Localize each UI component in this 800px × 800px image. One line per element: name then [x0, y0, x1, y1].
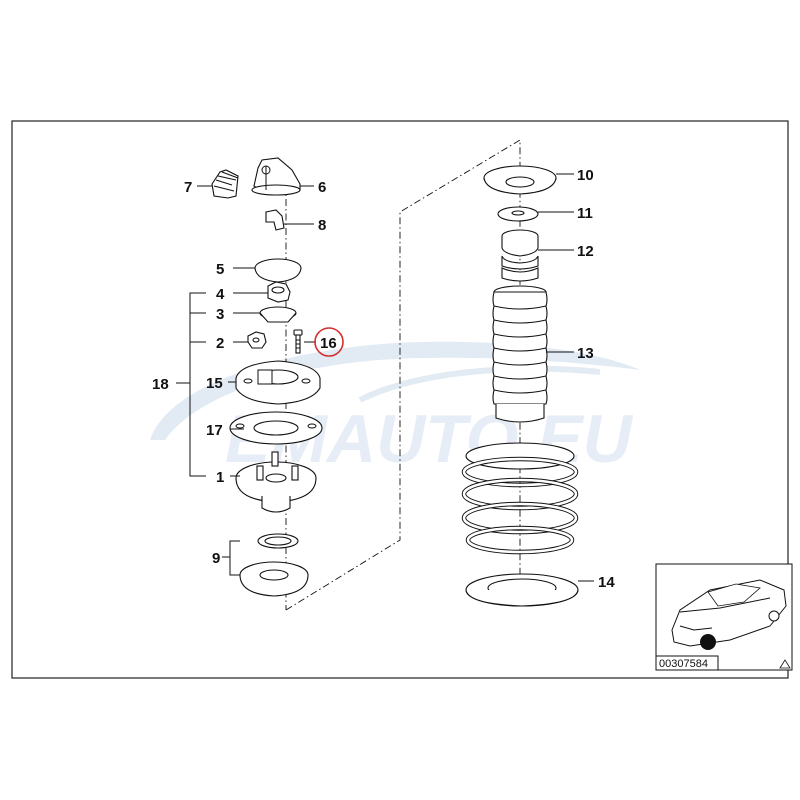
- leader-lines-right: [538, 173, 594, 582]
- callout-15[interactable]: 15: [206, 375, 223, 392]
- car-position-icon: [671, 579, 787, 650]
- callout-8[interactable]: 8: [318, 217, 326, 234]
- callout-12[interactable]: 12: [577, 243, 594, 260]
- diagram-frame: [11, 120, 789, 679]
- callout-16[interactable]: 16: [320, 335, 337, 352]
- part-10-top-mount: [483, 165, 557, 195]
- part-8-elbow: [265, 209, 285, 231]
- part-11-washer: [497, 206, 539, 222]
- part-9-bearing: [239, 533, 309, 597]
- part-12-bump-stop: [501, 229, 539, 282]
- callout-14[interactable]: 14: [598, 574, 615, 591]
- coil-spring: [461, 442, 579, 555]
- part-15-plate: [235, 360, 321, 405]
- callout-1[interactable]: 1: [216, 469, 224, 486]
- callout-5[interactable]: 5: [216, 261, 224, 278]
- part-4-nut: [267, 281, 291, 303]
- warning-triangle-icon: [779, 659, 791, 669]
- part-14-spring-seat: [465, 573, 579, 607]
- callout-18[interactable]: 18: [152, 376, 169, 393]
- callout-11[interactable]: 11: [577, 205, 593, 222]
- part-16-bolt: [293, 329, 303, 354]
- callout-7[interactable]: 7: [184, 179, 192, 196]
- assembly-line: [285, 139, 521, 611]
- highlight-ring-16: [314, 327, 344, 357]
- part-1-support: [235, 451, 317, 513]
- part-2-small-nut: [247, 331, 267, 349]
- part-3-cup: [259, 306, 297, 323]
- part-5-cap: [254, 258, 302, 283]
- callout-4[interactable]: 4: [216, 286, 225, 303]
- part-17-gasket: [229, 411, 323, 445]
- part-7-boot: [211, 169, 239, 199]
- callout-2[interactable]: 2: [216, 335, 224, 352]
- car-inset: 00307584: [655, 563, 793, 671]
- part-13-bellows: [492, 285, 548, 423]
- leader-lines-left: [176, 185, 316, 576]
- callout-6[interactable]: 6: [318, 179, 326, 196]
- callout-13[interactable]: 13: [577, 345, 594, 362]
- callout-10[interactable]: 10: [577, 167, 594, 184]
- diagram-number: 00307584: [659, 658, 708, 670]
- callout-17[interactable]: 17: [206, 422, 223, 439]
- callout-9[interactable]: 9: [212, 550, 220, 567]
- part-6-housing: [251, 157, 301, 196]
- callout-3[interactable]: 3: [216, 306, 224, 323]
